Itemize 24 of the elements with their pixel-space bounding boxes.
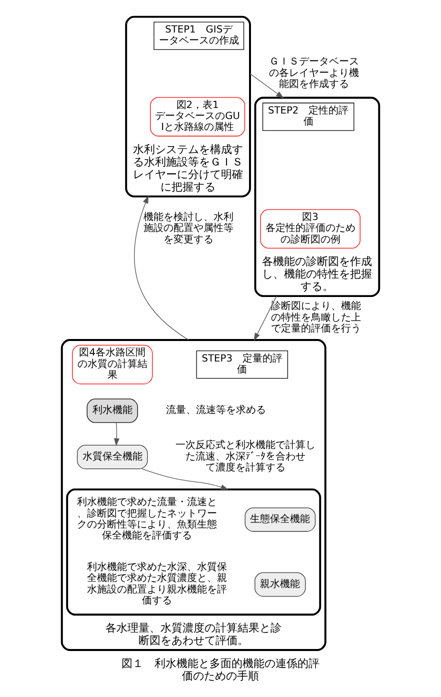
arrow	[254, 296, 277, 341]
node-box: 水質保全機能	[76, 444, 148, 470]
node-label: 一次反応式と利水機能で計算した流速、水深ﾃﾞｰﾀを合わせて濃度を計算する	[175, 440, 316, 474]
node-box: 図2，表1 データベースのGUIと水路線の属性	[150, 97, 246, 136]
node-label: 利水機能で求めた流量・流速と、診断図で把握したネットワークの分断性等により、魚類生態保全機能を評価する	[77, 497, 218, 542]
node-box: 親水機能	[254, 572, 306, 597]
node-box: 図4各水路区間の水質の計算結果	[72, 344, 153, 384]
node-label: 流量、流速等を求める	[166, 405, 266, 416]
arrow	[114, 422, 120, 446]
node-box: 図3 各定性的評価のための診断図の例	[260, 209, 360, 249]
node-box: 生態保全機能	[244, 507, 316, 532]
edge-label: ＧＩＳデータベースの各レイヤーより機能図を作成する	[269, 56, 360, 90]
arrow	[142, 468, 229, 490]
caption: 図１ 利水機能と多面的機能の連係的評価のための手順	[122, 656, 320, 682]
node-box: 利水機能	[86, 398, 138, 423]
node-box: STEP1 GISデータベースの作成	[154, 22, 244, 50]
cluster	[66, 488, 322, 616]
arrow	[134, 196, 189, 340]
edge-label: 機能を検討し、水利施設の配置や属性等を変更する	[143, 212, 234, 246]
node-label: 利水機能で求めた水深、水質保全機能で求めた水質濃度と、親水施設の配置より親水機能を評価する	[86, 562, 227, 606]
edge-label: 診断図により、機能の特性を鳥瞰した上で定量的評価を行う	[271, 301, 362, 334]
arrow	[250, 73, 284, 98]
node-box: STEP3 定量的評価	[196, 350, 288, 379]
node-box: STEP2 定性的評価	[262, 102, 354, 131]
